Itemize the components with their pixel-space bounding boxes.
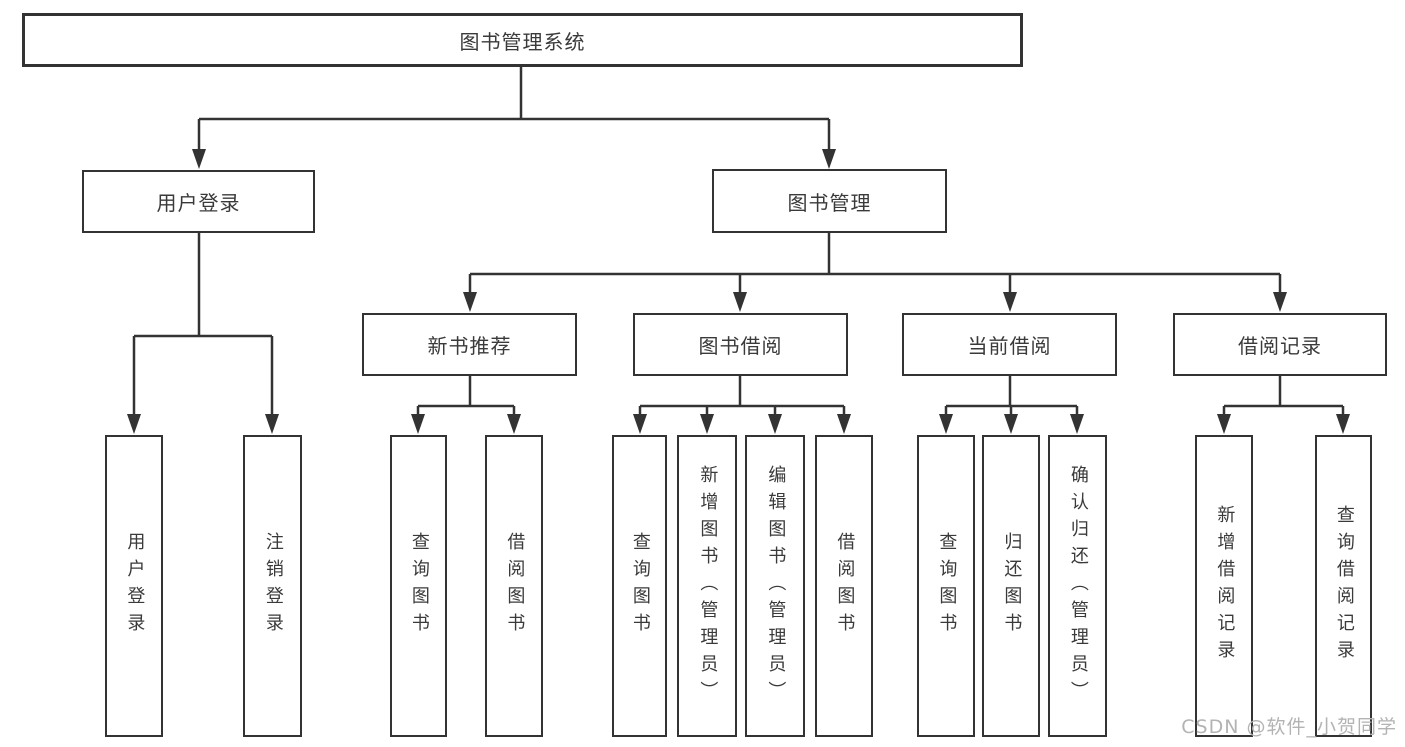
leaf-label: 查询借阅记录 bbox=[1333, 505, 1355, 667]
leaf-label: 查询图书 bbox=[936, 532, 958, 640]
node-label: 图书借阅 bbox=[698, 334, 783, 358]
leaf-label: 借阅图书 bbox=[834, 532, 856, 640]
node-book-management: 图书管理 bbox=[712, 169, 947, 233]
leaf-label: 编辑图书（管理员） bbox=[765, 464, 787, 708]
leaf-label: 新增借阅记录 bbox=[1214, 505, 1236, 667]
leaf-label: 新增图书（管理员） bbox=[697, 464, 719, 708]
node-label: 当前借阅 bbox=[967, 334, 1052, 358]
leaf-query-borrow-record: 查询借阅记录 bbox=[1315, 435, 1372, 737]
node-new-book-recommendation: 新书推荐 bbox=[362, 313, 577, 376]
node-borrowing-records: 借阅记录 bbox=[1173, 313, 1387, 376]
leaf-query-books-recommend: 查询图书 bbox=[390, 435, 447, 737]
leaf-borrow-books-recommend: 借阅图书 bbox=[485, 435, 543, 737]
leaf-confirm-return-admin: 确认归还（管理员） bbox=[1048, 435, 1107, 737]
leaf-add-books-admin: 新增图书（管理员） bbox=[677, 435, 737, 737]
leaf-label: 注销登录 bbox=[262, 532, 284, 640]
leaf-query-books-current: 查询图书 bbox=[917, 435, 975, 737]
node-book-borrowing: 图书借阅 bbox=[633, 313, 848, 376]
leaf-label: 确认归还（管理员） bbox=[1067, 464, 1089, 708]
leaf-borrow-books: 借阅图书 bbox=[815, 435, 873, 737]
node-current-borrowing: 当前借阅 bbox=[902, 313, 1117, 376]
node-user-login: 用户登录 bbox=[82, 170, 315, 233]
leaf-label: 借阅图书 bbox=[504, 532, 526, 640]
leaf-query-books-borrowing: 查询图书 bbox=[612, 435, 667, 737]
leaf-edit-books-admin: 编辑图书（管理员） bbox=[745, 435, 805, 737]
leaf-return-books: 归还图书 bbox=[982, 435, 1040, 737]
node-label: 新书推荐 bbox=[427, 334, 512, 358]
node-label: 图书管理系统 bbox=[459, 29, 586, 54]
node-library-management-system: 图书管理系统 bbox=[22, 13, 1023, 67]
leaf-label: 用户登录 bbox=[124, 532, 146, 640]
node-label: 借阅记录 bbox=[1238, 334, 1322, 358]
leaf-user-login: 用户登录 bbox=[105, 435, 163, 737]
leaf-label: 归还图书 bbox=[1001, 532, 1023, 640]
leaf-label: 查询图书 bbox=[629, 532, 651, 640]
leaf-label: 查询图书 bbox=[408, 532, 430, 640]
leaf-logout: 注销登录 bbox=[243, 435, 302, 737]
csdn-watermark: CSDN @软件_小贺同学 bbox=[1181, 716, 1397, 738]
node-label: 图书管理 bbox=[787, 190, 872, 215]
node-label: 用户登录 bbox=[156, 191, 241, 215]
leaf-add-borrow-record: 新增借阅记录 bbox=[1195, 435, 1253, 737]
